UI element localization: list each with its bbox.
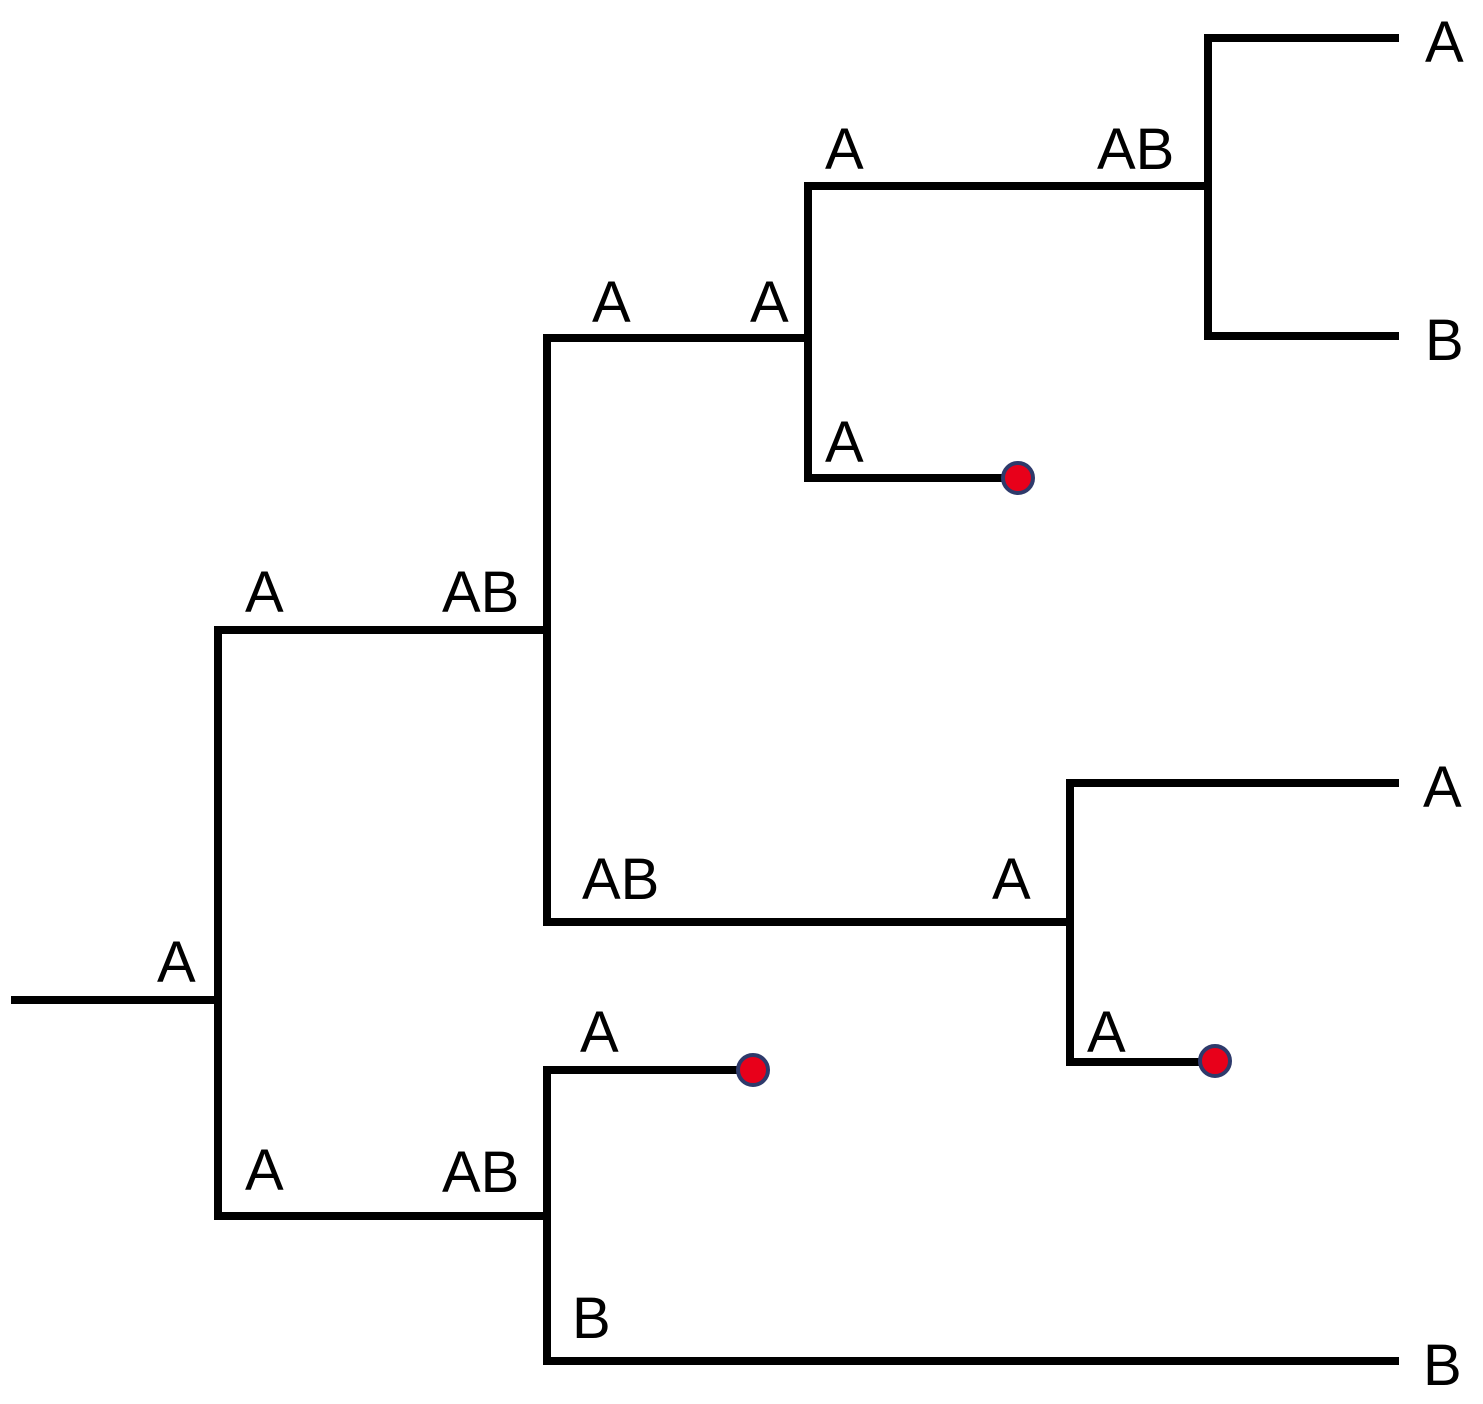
tip-label-4: B: [1423, 1333, 1462, 1398]
label-upper-sub-end: A: [750, 270, 789, 335]
label-top-branch-start: A: [825, 117, 864, 182]
extinct-dot-low: [736, 1053, 770, 1087]
label-extinct-low: A: [580, 1000, 619, 1065]
label-lower-clade-end: AB: [442, 1140, 519, 1205]
label-root: A: [157, 930, 196, 995]
label-mid-branch-end: A: [992, 847, 1031, 912]
label-upper-sub-start: A: [592, 270, 631, 335]
label-top-branch-end: AB: [1097, 117, 1174, 182]
label-low-b-branch: B: [572, 1286, 611, 1351]
extinct-dot-top: [1001, 461, 1035, 495]
label-upper-clade-start: A: [245, 560, 284, 625]
label-mid-branch-start: AB: [582, 847, 659, 912]
label-upper-clade-end: AB: [442, 560, 519, 625]
tip-label-2: B: [1425, 308, 1464, 373]
tip-label-3: A: [1423, 755, 1462, 820]
label-extinct-mid: A: [1087, 1000, 1126, 1065]
label-extinct-top: A: [825, 410, 864, 475]
label-lower-clade-start: A: [245, 1138, 284, 1203]
extinct-dot-mid: [1198, 1044, 1232, 1078]
tip-label-1: A: [1425, 10, 1464, 75]
